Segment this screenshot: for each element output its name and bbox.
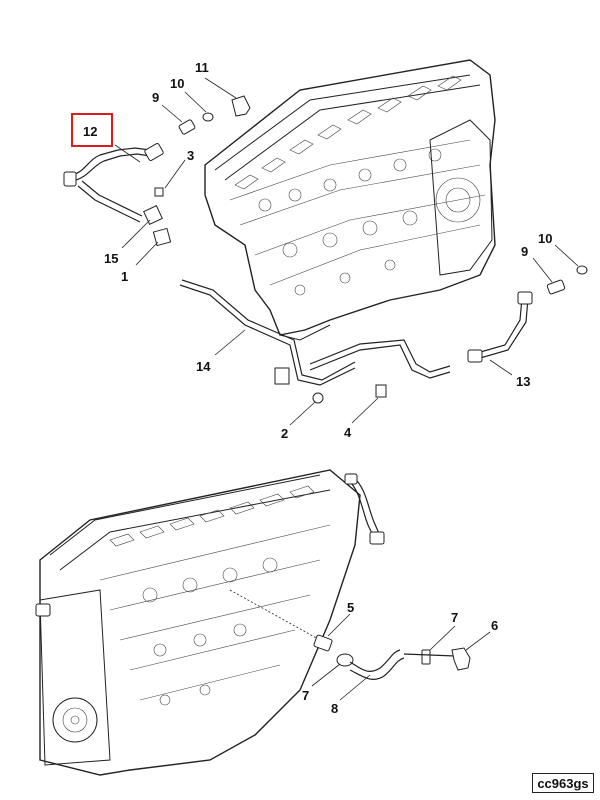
callout-5[interactable]: 5 [347,600,354,615]
callout-10-right[interactable]: 10 [538,231,552,246]
hose-8 [349,649,401,672]
callout-13[interactable]: 13 [516,374,530,389]
callout-2[interactable]: 2 [281,426,288,441]
callout-7-top[interactable]: 7 [451,610,458,625]
bottom-leader-lines [311,613,491,701]
bottom-callouts: 5 7 6 7 8 [302,600,498,716]
callout-9[interactable]: 9 [152,90,159,105]
bottom-pipework [229,589,471,680]
pipe-13 [469,297,523,356]
bottom-engine-block [35,469,385,776]
reference-code: cc963gs [532,773,594,793]
callout-11[interactable]: 11 [195,60,209,75]
callout-1[interactable]: 1 [121,269,128,284]
callout-10[interactable]: 10 [170,76,184,91]
callout-14[interactable]: 14 [196,359,211,374]
callout-7-left[interactable]: 7 [302,688,309,703]
top-leader-lines [114,77,579,426]
callout-9-right[interactable]: 9 [521,244,528,259]
callout-3[interactable]: 3 [187,148,194,163]
callout-15[interactable]: 15 [104,251,118,266]
callout-8[interactable]: 8 [331,701,338,716]
pipe-14 [179,284,356,386]
top-pipework [63,95,588,404]
top-callouts: 12 11 10 9 3 15 1 14 2 4 9 10 13 [83,60,552,441]
highlight-box-12 [71,113,113,147]
pipe-12 [71,147,151,176]
callout-12[interactable]: 12 [83,124,97,139]
callout-4[interactable]: 4 [344,425,352,440]
top-engine-block [204,59,496,385]
callout-6[interactable]: 6 [491,618,498,633]
